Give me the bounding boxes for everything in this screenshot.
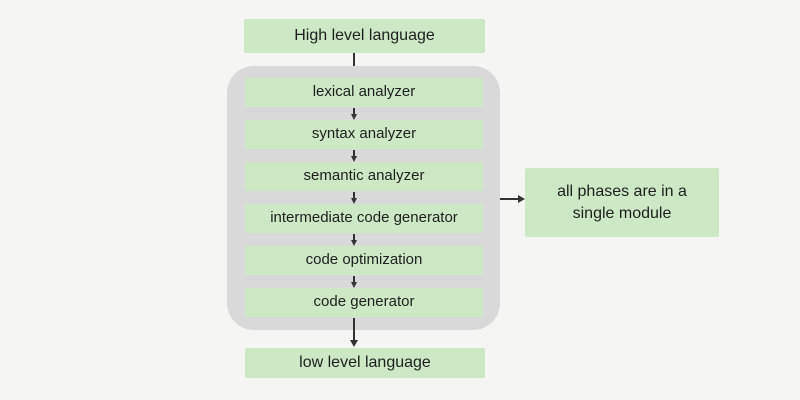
node-intermediate-code-generator-label: intermediate code generator xyxy=(270,209,458,227)
down-arrow-icon xyxy=(353,53,355,70)
annotation-single-module: all phases are in a single module xyxy=(525,168,719,237)
node-code-optimization-label: code optimization xyxy=(305,251,423,269)
node-semantic-analyzer: semantic analyzer xyxy=(245,162,483,191)
down-arrow-icon xyxy=(353,318,355,340)
down-arrow-icon xyxy=(353,150,355,156)
node-code-optimization: code optimization xyxy=(245,246,483,275)
node-lexical-analyzer: lexical analyzer xyxy=(245,78,483,107)
node-high-level-language-label: High level language xyxy=(294,27,435,44)
annotation-line-1: all phases are in a xyxy=(557,182,687,200)
node-semantic-analyzer-label: semantic analyzer xyxy=(303,167,425,185)
node-lexical-analyzer-label: lexical analyzer xyxy=(312,83,416,101)
node-syntax-analyzer: syntax analyzer xyxy=(245,120,483,149)
node-low-level-language-label: low level language xyxy=(299,354,431,371)
node-low-level-language: low level language xyxy=(245,348,485,378)
node-high-level-language: High level language xyxy=(244,19,485,53)
right-arrow-icon xyxy=(500,198,518,200)
single-module-group xyxy=(227,66,500,330)
down-arrow-icon xyxy=(353,234,355,240)
node-code-generator-label: code generator xyxy=(313,293,415,311)
node-intermediate-code-generator: intermediate code generator xyxy=(245,204,483,233)
down-arrow-icon xyxy=(353,108,355,114)
down-arrow-icon xyxy=(353,276,355,282)
down-arrow-icon xyxy=(353,192,355,198)
node-syntax-analyzer-label: syntax analyzer xyxy=(311,125,417,143)
annotation-line-2: single module xyxy=(572,204,672,222)
node-code-generator: code generator xyxy=(245,288,483,317)
